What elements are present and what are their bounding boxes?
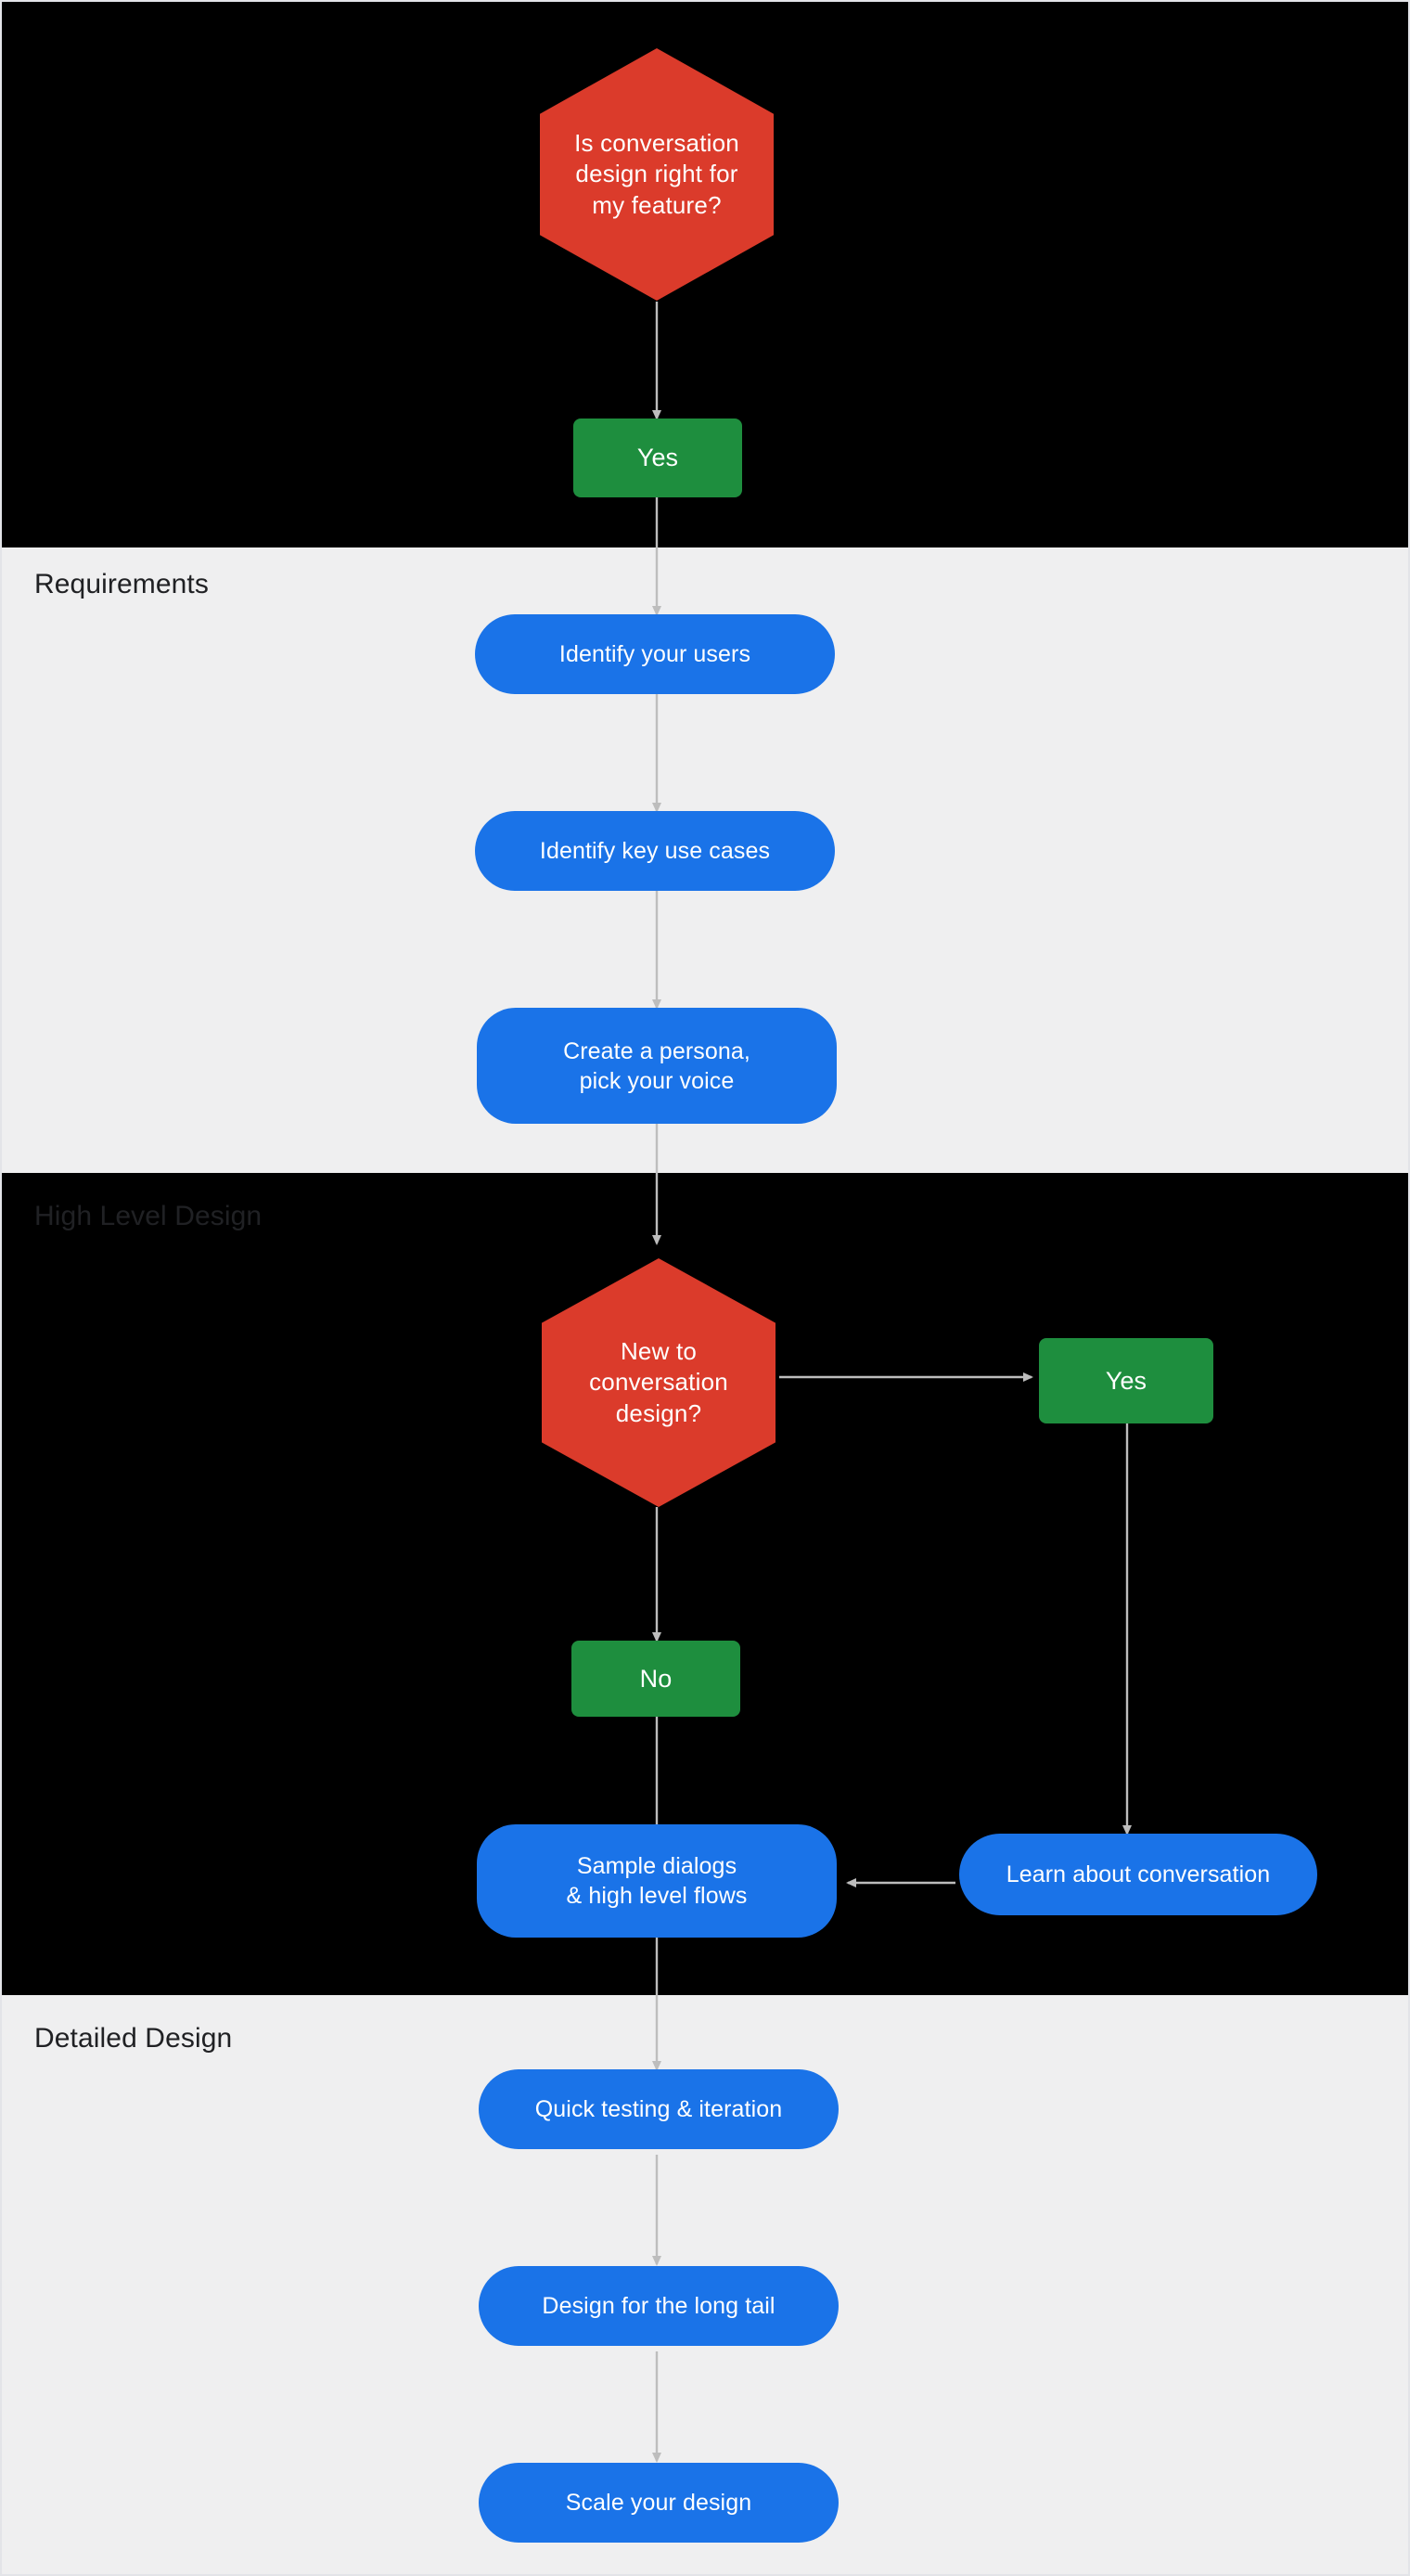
node-scale-your-design[interactable]: Scale your design <box>479 2463 839 2543</box>
node-quick-testing-label: Quick testing & iteration <box>534 2096 783 2122</box>
decision-1-label: Is conversation design right for my feat… <box>540 128 774 221</box>
node-yes-top[interactable]: Yes <box>573 419 742 497</box>
node-identify-key-use-cases[interactable]: Identify key use cases <box>475 811 835 891</box>
node-learn-about-conversation[interactable]: Learn about conversation <box>959 1834 1317 1915</box>
node-sample-dialogs-high-level-flows[interactable]: Sample dialogs & high level flows <box>477 1824 837 1938</box>
node-design-for-long-tail-label: Design for the long tail <box>542 2293 776 2319</box>
decision-2-line-1: New to <box>620 1337 698 1366</box>
node-create-persona-line-1: Create a persona, <box>563 1037 750 1064</box>
node-sample-dialogs-line-2: & high level flows <box>566 1883 748 1909</box>
decision-2-line-2: conversation <box>589 1368 728 1397</box>
node-create-persona-pick-voice[interactable]: Create a persona, pick your voice <box>477 1008 837 1124</box>
node-no-branch[interactable]: No <box>571 1641 740 1717</box>
node-learn-about-conversation-label: Learn about conversation <box>1006 1861 1271 1887</box>
node-sample-dialogs-label: Sample dialogs & high level flows <box>477 1851 837 1911</box>
decision-1-line-2: design right for <box>575 160 738 188</box>
section-label-high-level-design: High Level Design <box>34 1201 263 1231</box>
decision-2-line-3: design? <box>615 1398 702 1427</box>
node-identify-your-users-label: Identify your users <box>558 641 751 667</box>
decision-2-label: New to conversation design? <box>542 1336 776 1429</box>
decision-1-line-1: Is conversation <box>574 129 739 158</box>
decision-1-line-3: my feature? <box>592 190 722 219</box>
node-identify-key-use-cases-label: Identify key use cases <box>539 838 771 864</box>
node-design-for-long-tail[interactable]: Design for the long tail <box>479 2266 839 2346</box>
node-yes-branch-label: Yes <box>1105 1366 1147 1395</box>
section-label-detailed-design: Detailed Design <box>34 2023 233 2054</box>
node-identify-your-users[interactable]: Identify your users <box>475 614 835 694</box>
node-quick-testing-iteration[interactable]: Quick testing & iteration <box>479 2069 839 2149</box>
node-yes-branch[interactable]: Yes <box>1039 1338 1213 1423</box>
node-create-persona-label: Create a persona, pick your voice <box>477 1037 837 1096</box>
node-sample-dialogs-line-1: Sample dialogs <box>576 1853 737 1879</box>
section-label-requirements: Requirements <box>34 569 209 599</box>
node-create-persona-line-2: pick your voice <box>579 1067 735 1094</box>
node-scale-your-design-label: Scale your design <box>565 2490 752 2516</box>
node-yes-top-label: Yes <box>636 444 679 472</box>
node-no-branch-label: No <box>639 1664 673 1693</box>
